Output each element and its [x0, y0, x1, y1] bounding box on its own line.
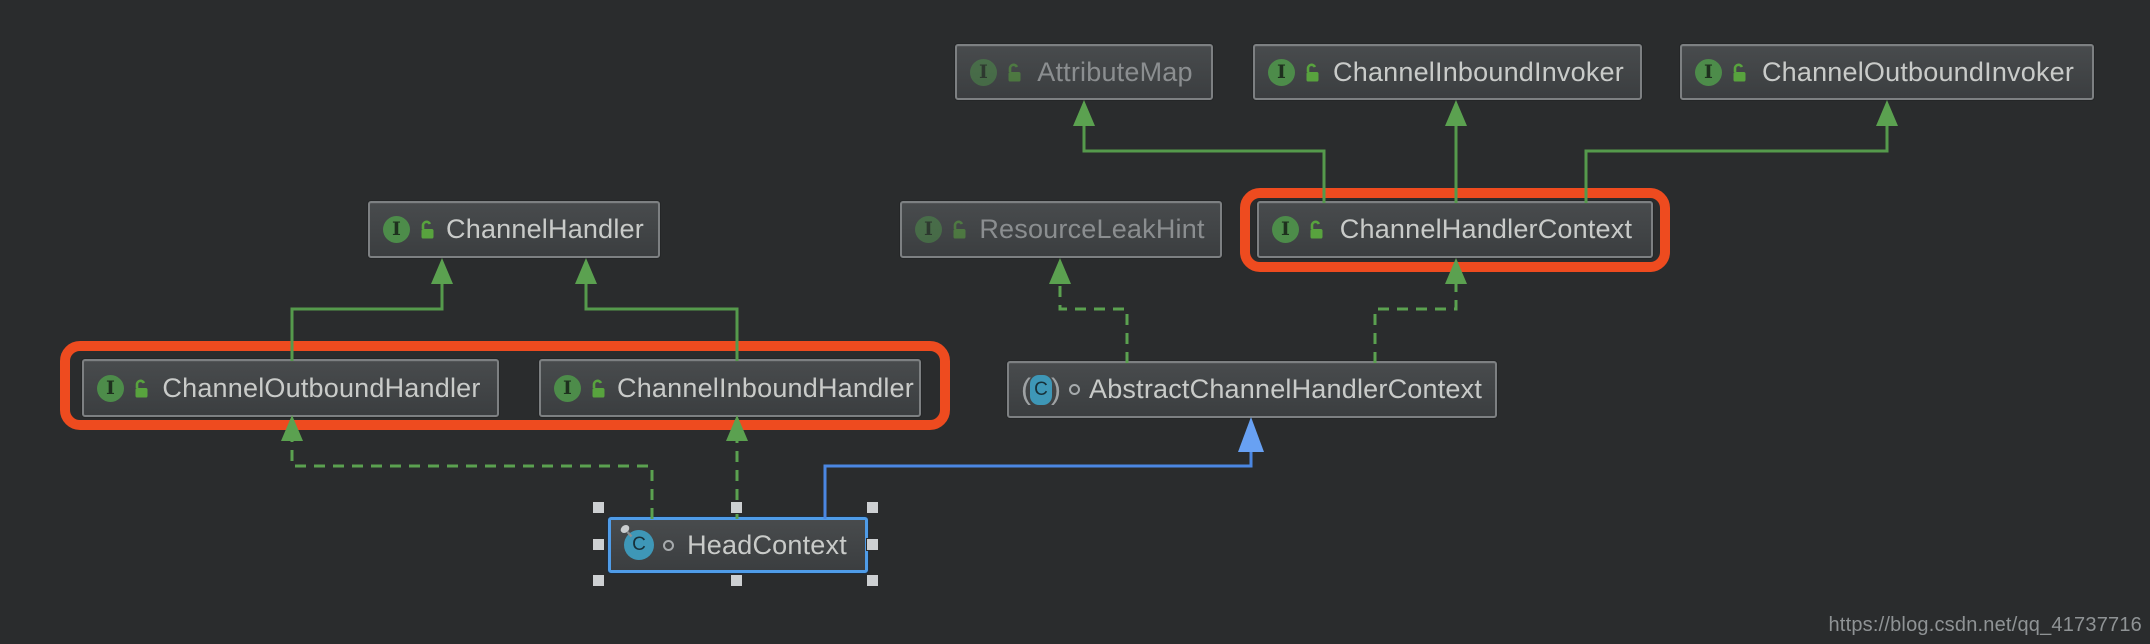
lock-icon — [135, 379, 148, 397]
node-resourceleakhint[interactable]: I ResourceLeakHint — [900, 201, 1222, 258]
edge-headcontext-to-abstractchannelhandlercontext[interactable] — [823, 450, 1253, 519]
selection-handle-bottom-right[interactable] — [866, 574, 879, 587]
node-headcontext[interactable]: C HeadContext — [608, 517, 868, 573]
node-channeloutboundinvoker[interactable]: I ChannelOutboundInvoker — [1680, 44, 2094, 100]
node-label: ChannelOutboundHandler — [162, 372, 481, 403]
lock-icon — [1008, 63, 1021, 81]
interface-icon: I — [1272, 216, 1299, 243]
interface-icon: I — [383, 216, 410, 243]
node-label: HeadContext — [687, 529, 847, 560]
node-label: ChannelInboundInvoker — [1333, 56, 1624, 87]
selection-handle-bottom-left[interactable] — [592, 574, 605, 587]
node-label: AttributeMap — [1037, 56, 1193, 87]
lock-icon — [592, 379, 605, 397]
arrowhead-blue — [1238, 417, 1264, 452]
node-channelinboundinvoker[interactable]: I ChannelInboundInvoker — [1253, 44, 1642, 100]
lock-icon — [953, 220, 966, 239]
class-icon: C — [620, 525, 654, 560]
selection-handle-top-right[interactable] — [866, 501, 879, 514]
node-channeloutboundhandler[interactable]: I ChannelOutboundHandler — [82, 359, 499, 417]
watermark-url: https://blog.csdn.net/qq_41737716 — [1828, 614, 2142, 636]
pin-icon — [620, 525, 633, 538]
node-channelhandlercontext[interactable]: I ChannelHandlerContext — [1257, 201, 1653, 258]
node-label: ChannelInboundHandler — [617, 372, 914, 403]
node-label: ChannelHandler — [446, 214, 644, 244]
selection-handle-mid-right[interactable] — [866, 538, 879, 551]
abstract-class-icon: (C) — [1021, 372, 1061, 406]
interface-icon: I — [1695, 58, 1722, 86]
node-channelinboundhandler[interactable]: I ChannelInboundHandler — [539, 359, 921, 417]
node-label: ChannelHandlerContext — [1339, 214, 1633, 244]
node-label: ResourceLeakHint — [979, 214, 1205, 244]
lock-icon — [1733, 63, 1746, 81]
edge-abstractchannelhandlercontext-to-resourceleakhint[interactable] — [1058, 284, 1129, 363]
package-visibility-icon — [1069, 384, 1080, 395]
package-visibility-icon — [663, 539, 674, 551]
lock-icon — [421, 220, 434, 239]
node-label: AbstractChannelHandlerContext — [1089, 374, 1483, 404]
selection-handle-top-center[interactable] — [730, 501, 743, 514]
interface-icon: I — [554, 374, 581, 402]
interface-icon: I — [970, 58, 997, 86]
interface-icon: I — [915, 216, 942, 243]
selection-handle-top-left[interactable] — [592, 501, 605, 514]
edge-abstractchannelhandlercontext-to-channelhandlercontext[interactable] — [1373, 284, 1458, 363]
node-abstractchannelhandlercontext[interactable]: (C) AbstractChannelHandlerContext — [1007, 361, 1497, 418]
lock-icon — [1306, 63, 1319, 81]
lock-icon — [1310, 220, 1323, 239]
selection-handle-mid-left[interactable] — [592, 538, 605, 551]
interface-icon: I — [97, 374, 124, 402]
selection-handle-bottom-center[interactable] — [730, 574, 743, 587]
interface-icon: I — [1268, 58, 1295, 86]
node-label: ChannelOutboundInvoker — [1761, 56, 2075, 87]
highlight-ring-handler-pair — [60, 341, 950, 430]
node-attributemap[interactable]: I AttributeMap — [955, 44, 1213, 100]
node-channelhandler[interactable]: I ChannelHandler — [368, 201, 660, 258]
